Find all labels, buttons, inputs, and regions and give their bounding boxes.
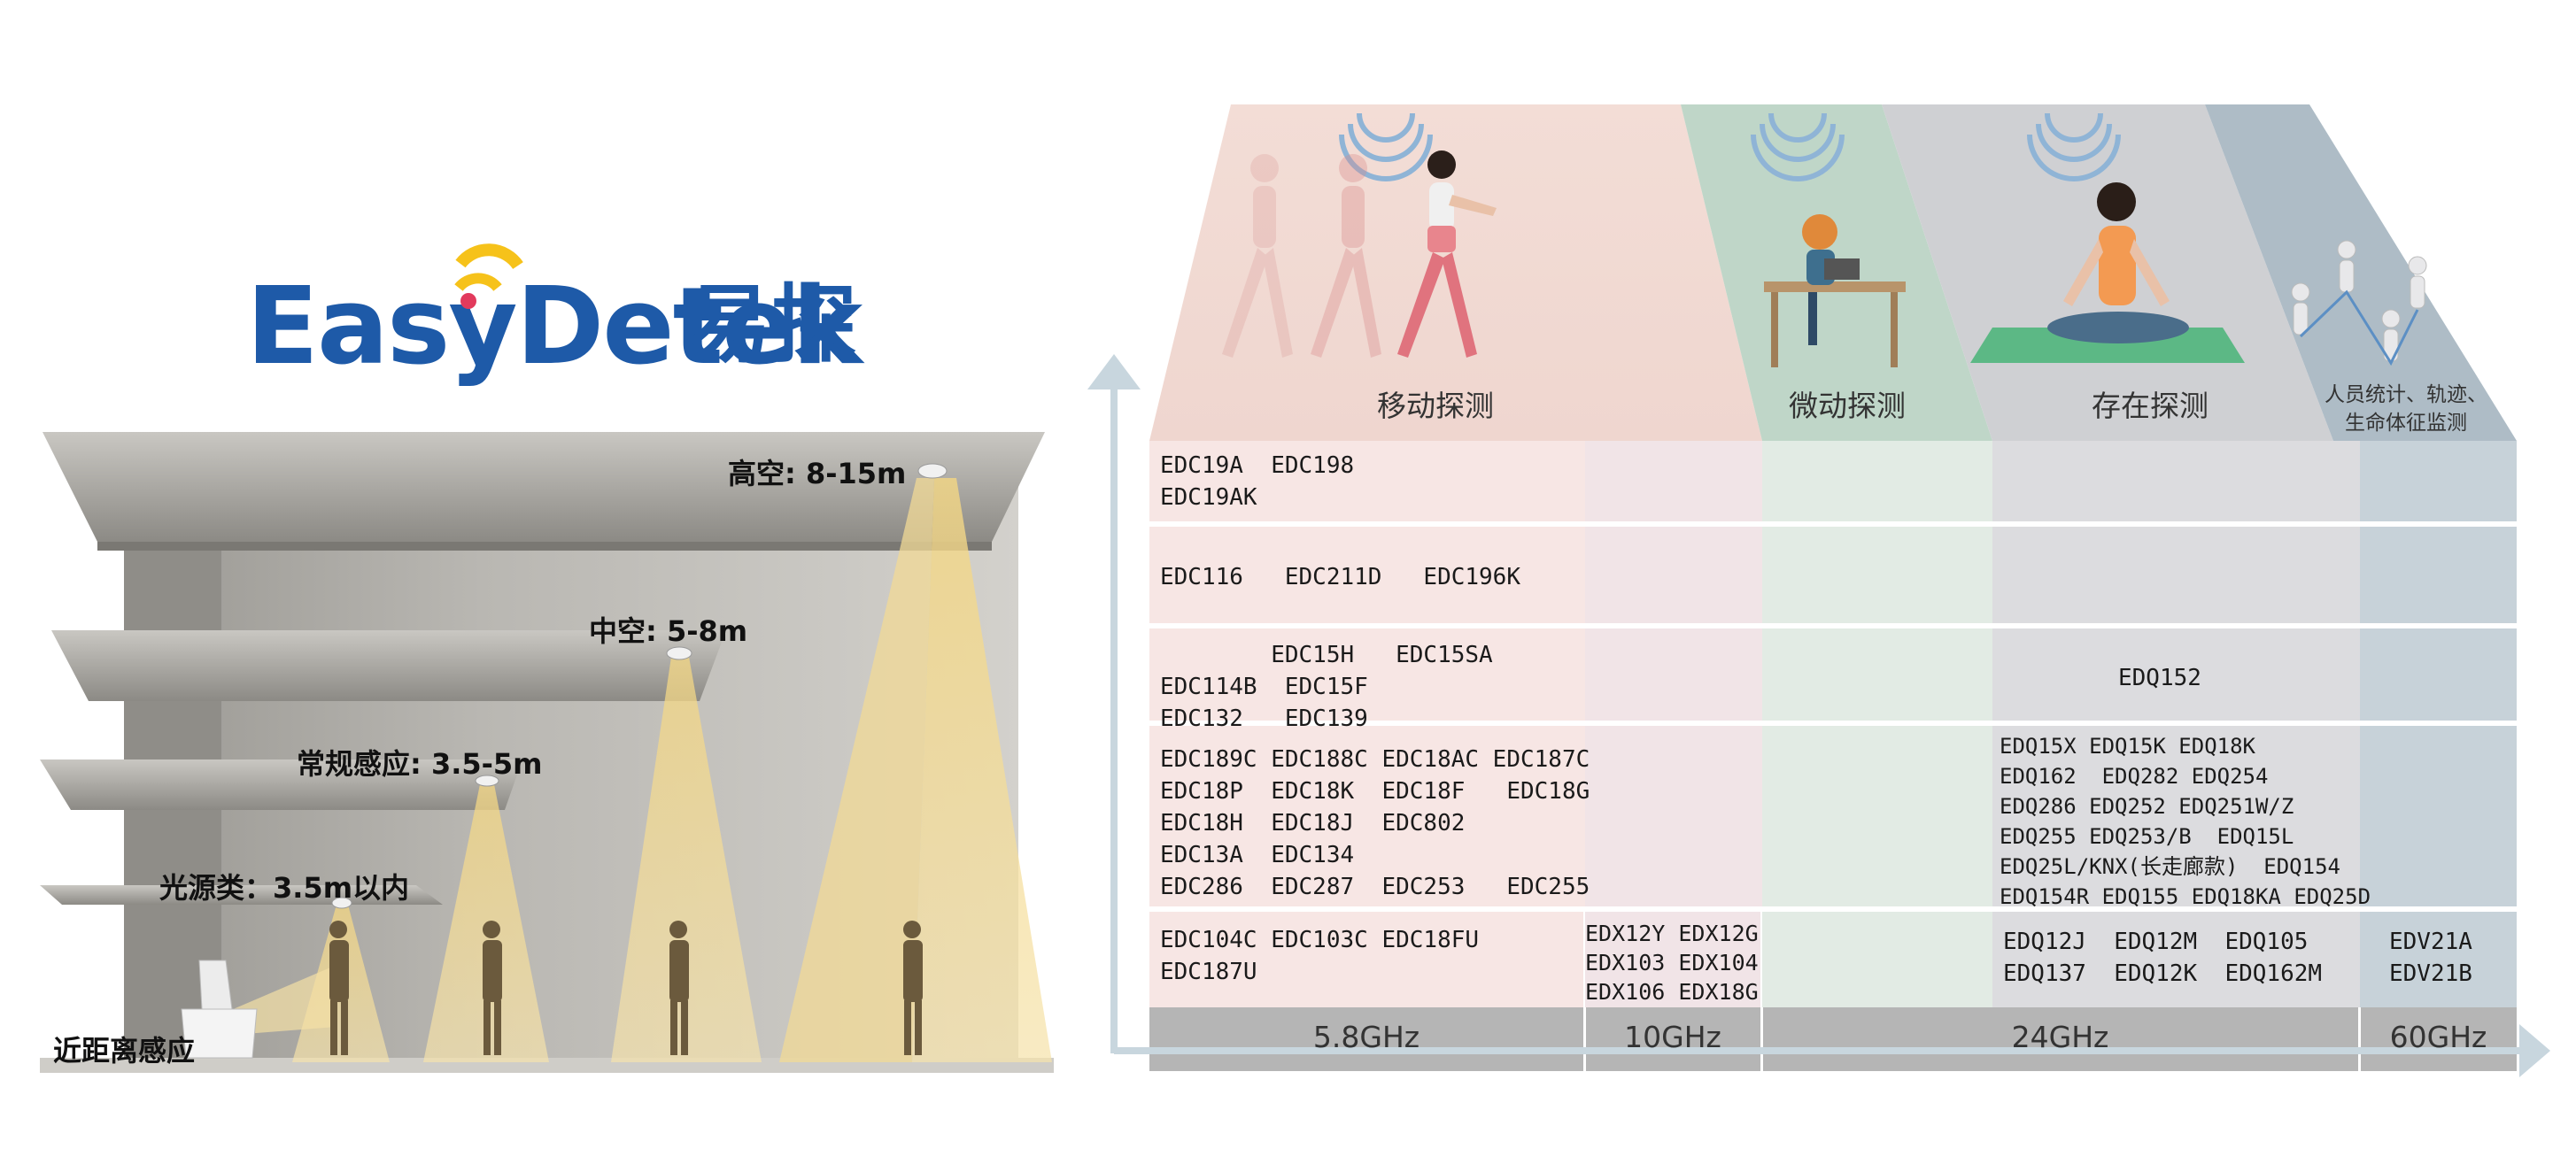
person-icon: [329, 921, 349, 1055]
freq-label-5-8ghz: 5.8GHz: [1312, 1020, 1420, 1054]
freq-label-60ghz: 60GHz: [2389, 1020, 2487, 1054]
brand-name-cn: 易探: [686, 275, 856, 374]
cell-row3-24ghz: EDQ152: [2118, 665, 2201, 691]
logo-signal-icon: [454, 243, 523, 309]
brand-name-latin: EasyDetek: [246, 266, 865, 389]
mid-slab: [51, 630, 726, 701]
laptop-girl-icon: [1764, 214, 1906, 367]
freq-label-10ghz: 10GHz: [1624, 1020, 1721, 1054]
meditation-icon: [1970, 182, 2245, 363]
height-label-high: 高空: 8-15m: [728, 457, 907, 490]
person-icon: [903, 921, 923, 1055]
cell-row5-58ghz: EDC104C EDC103C EDC18FU EDC187U: [1160, 927, 1480, 985]
person-icon: [669, 921, 689, 1055]
axis-arrow-up-icon: [1087, 354, 1141, 389]
height-label-light: 光源类：3.5m以内: [159, 871, 410, 905]
beam-mid: [611, 657, 762, 1062]
cell-row5-24ghz: EDQ12J EDQ12M EDQ105 EDQ137 EDQ12K EDQ16…: [2003, 929, 2323, 987]
height-label-close: 近距离感应: [53, 1034, 196, 1068]
cell-row1-58ghz: EDC19A EDC198 EDC19AK: [1160, 452, 1355, 511]
category-label-micro: 微动探测: [1789, 389, 1906, 423]
category-label-presence: 存在探测: [2092, 389, 2209, 423]
frequency-bar: [1149, 1007, 2517, 1071]
category-label-motion: 移动探测: [1377, 389, 1494, 423]
matrix-grid: [1149, 441, 2517, 1071]
sensor-mid-icon: [666, 646, 692, 660]
toilet-icon: [181, 960, 258, 1059]
wave-signal-icon: [1751, 112, 1845, 181]
roof-slab: [43, 432, 1045, 542]
sensor-regular-icon: [475, 775, 499, 787]
category-banners: [1149, 104, 2517, 441]
regular-slab: [40, 759, 522, 810]
sensor-light-icon: [331, 897, 352, 909]
person-icon: [483, 921, 502, 1055]
cell-row5-60ghz: EDV21A EDV21B: [2389, 929, 2472, 987]
freq-label-24ghz: 24GHz: [2011, 1020, 2109, 1054]
wave-signal-icon: [1339, 112, 1433, 181]
cell-row4-58ghz: EDC189C EDC188C EDC18AC EDC187C EDC18P E…: [1160, 746, 1590, 900]
brand-logo: EasyDetek 易探: [246, 243, 867, 389]
cell-row5-10ghz: EDX12Y EDX12G EDX103 EDX104 EDX106 EDX18…: [1585, 921, 1759, 1005]
axes: [1087, 354, 2550, 1077]
cell-row2-58ghz: EDC116 EDC211D EDC196K: [1160, 564, 1520, 590]
walking-woman-icon: [1222, 150, 1497, 358]
height-label-regular: 常规感应: 3.5-5m: [297, 747, 543, 781]
building-illustration: [40, 432, 1054, 1073]
sensor-high-icon: [917, 463, 948, 479]
cell-row4-24ghz: EDQ15X EDQ15K EDQ18K EDQ162 EDQ282 EDQ25…: [2000, 734, 2371, 909]
wave-signal-icon: [2027, 112, 2121, 181]
tracking-people-icon: [2291, 240, 2427, 366]
beam-high: [912, 478, 1052, 1062]
banner-vital: [2205, 104, 2517, 441]
axis-arrow-right-icon: [2519, 1024, 2550, 1077]
cell-row3-58ghz: EDC15H EDC15SA EDC114B EDC15F EDC132 EDC…: [1160, 642, 1493, 732]
height-label-mid: 中空: 5-8m: [589, 614, 748, 648]
category-label-vital: 人员统计、轨迹、 生命体征监测: [2325, 383, 2487, 435]
